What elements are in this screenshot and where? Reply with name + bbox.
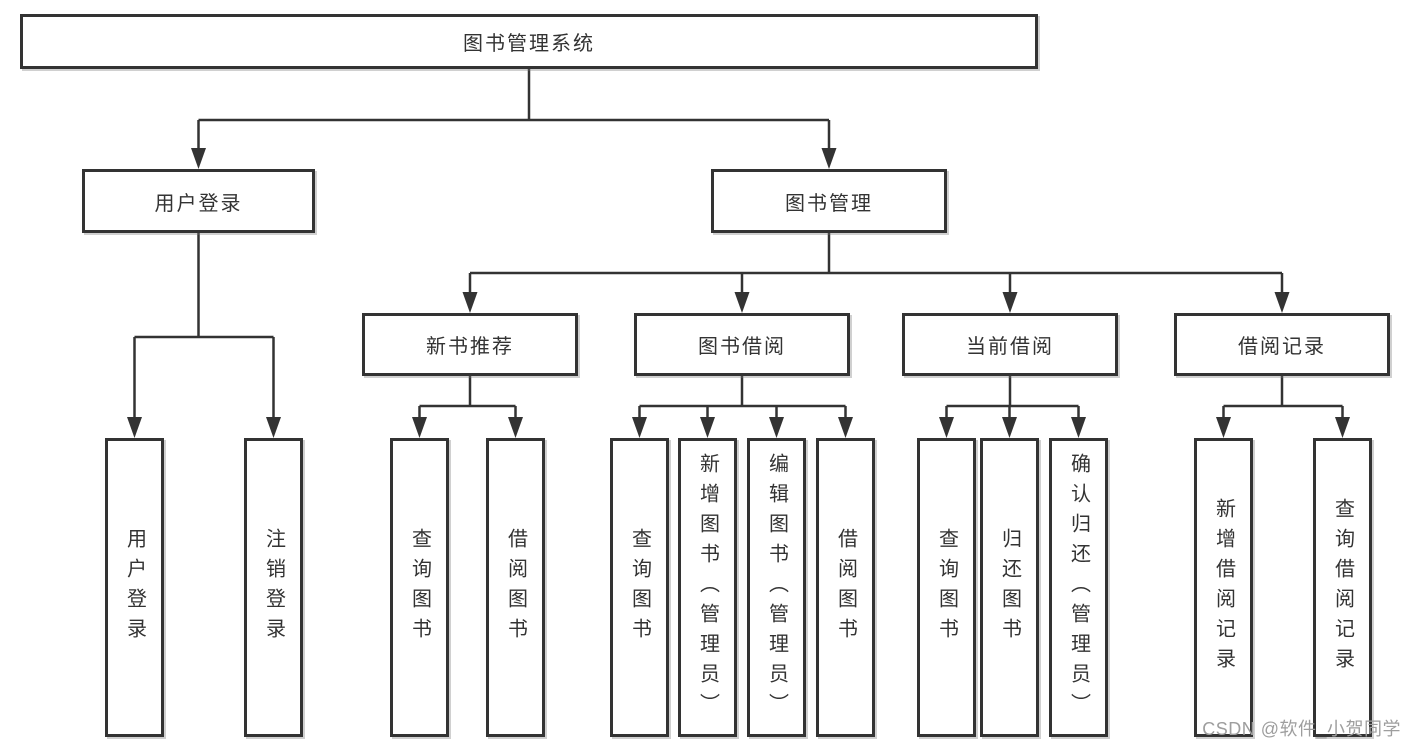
- node-label: 用户登录: [154, 192, 243, 215]
- node-logout-login: 注销登录: [244, 438, 303, 737]
- node-confirm-return-admin: 确认归还（管理员）: [1049, 438, 1108, 737]
- node-borrow-books-recommend: 借阅图书: [486, 438, 545, 737]
- node-label: 归还图书: [998, 527, 1021, 648]
- node-query-books-current: 查询图书: [917, 438, 976, 737]
- node-label: 新书推荐: [426, 336, 514, 358]
- node-query-books-recommend: 查询图书: [390, 438, 449, 737]
- node-user-login-leaf: 用户登录: [105, 438, 164, 737]
- node-label: 查询借阅记录: [1331, 497, 1354, 678]
- node-query-borrow-record: 查询借阅记录: [1313, 438, 1372, 737]
- node-label: 查询图书: [628, 527, 651, 648]
- watermark: CSDN @软件_小贺同学: [1202, 719, 1401, 739]
- node-add-borrow-record: 新增借阅记录: [1194, 438, 1253, 737]
- node-return-books: 归还图书: [980, 438, 1039, 737]
- node-label: 图书借阅: [698, 336, 786, 358]
- node-label: 新增图书（管理员）: [696, 452, 719, 723]
- node-label: 编辑图书（管理员）: [765, 452, 788, 723]
- node-label: 借阅记录: [1238, 336, 1326, 358]
- node-label: 查询图书: [408, 527, 431, 648]
- node-user-login: 用户登录: [82, 169, 315, 233]
- node-book-management: 图书管理: [711, 169, 947, 233]
- node-borrow-books: 借阅图书: [816, 438, 875, 737]
- node-label: 注销登录: [262, 527, 285, 648]
- node-label: 图书管理: [785, 192, 873, 215]
- node-label: 借阅图书: [504, 527, 527, 648]
- node-borrowing-records: 借阅记录: [1174, 313, 1390, 376]
- node-label: 用户登录: [123, 527, 146, 648]
- node-add-books-admin: 新增图书（管理员）: [678, 438, 737, 737]
- node-library-management-system: 图书管理系统: [20, 14, 1038, 69]
- node-book-borrowing: 图书借阅: [634, 313, 850, 376]
- node-label: 图书管理系统: [463, 33, 595, 55]
- node-new-book-recommendation: 新书推荐: [362, 313, 578, 376]
- node-query-books-borrow: 查询图书: [610, 438, 669, 737]
- node-label: 查询图书: [935, 527, 958, 648]
- node-label: 当前借阅: [966, 336, 1054, 358]
- node-label: 新增借阅记录: [1212, 497, 1235, 678]
- node-current-borrowing: 当前借阅: [902, 313, 1118, 376]
- node-label: 确认归还（管理员）: [1067, 452, 1090, 723]
- node-label: 借阅图书: [834, 527, 857, 648]
- node-edit-books-admin: 编辑图书（管理员）: [747, 438, 806, 737]
